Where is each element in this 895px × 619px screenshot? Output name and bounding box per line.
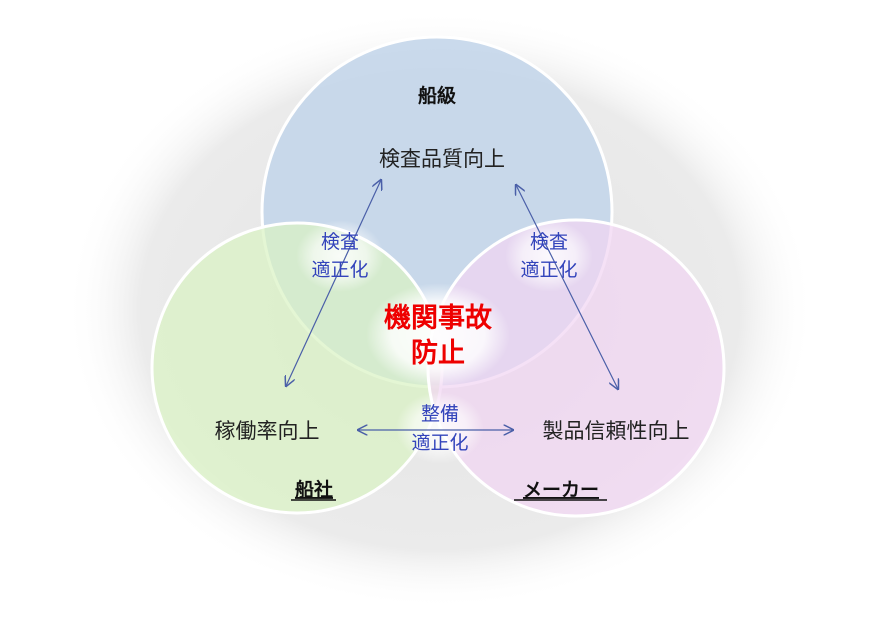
classification-society-label: 船級 (418, 84, 456, 107)
center-label-line2: 防止 (411, 338, 465, 369)
arrow-inspection-to-operation (286, 180, 381, 386)
product-reliability-goal: 製品信頼性向上 (543, 419, 690, 443)
operation-rate-goal: 稼働率向上 (215, 419, 320, 443)
link-left-line2: 適正化 (311, 259, 368, 281)
link-bottom-line1: 整備 (421, 403, 459, 425)
link-right-line1: 検査 (530, 231, 568, 253)
arrows (286, 180, 618, 430)
center-label-line1: 機関事故 (384, 303, 492, 334)
arrow-inspection-to-product (516, 185, 618, 389)
link-right-line2: 適正化 (520, 259, 577, 281)
inspection-quality-goal: 検査品質向上 (379, 147, 505, 171)
link-bottom-line2: 適正化 (411, 432, 468, 454)
link-left-line1: 検査 (321, 231, 359, 253)
center-glow (366, 283, 510, 387)
manufacturer-label: メーカー (523, 479, 599, 501)
shipowner-label: 船社 (295, 478, 333, 501)
